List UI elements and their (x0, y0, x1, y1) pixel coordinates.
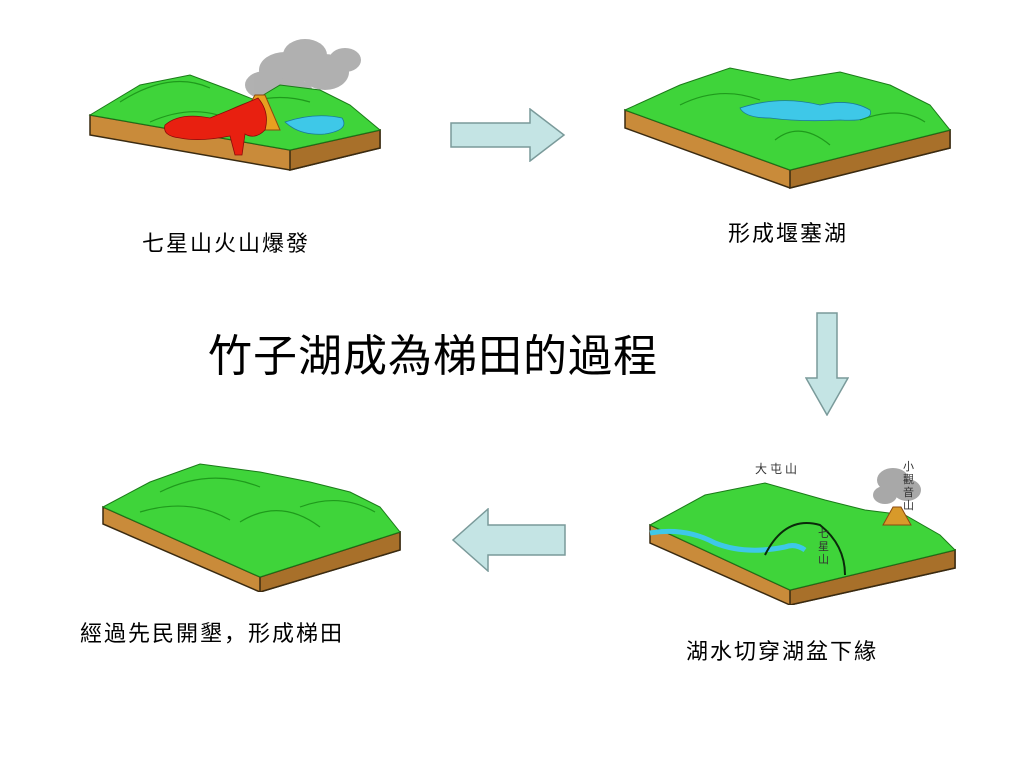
map-label-datun: 大屯山 (755, 462, 801, 476)
terrace-fields-illustration (100, 452, 410, 592)
page-title: 竹子湖成為梯田的過程 (208, 331, 658, 382)
map-label-xiaoguanyin: 小觀音山 (903, 460, 914, 512)
volcano-eruption-illustration (80, 30, 390, 205)
arrow-left-icon (451, 507, 566, 573)
caption-terrace-fields: 經過先民開墾，形成梯田 (80, 622, 345, 647)
map-label-qixing: 七星山 (818, 527, 829, 566)
caption-volcano-eruption: 七星山火山爆發 (142, 232, 311, 257)
caption-lake-drain: 湖水切穿湖盆下緣 (686, 640, 879, 665)
dammed-lake-illustration (620, 50, 960, 190)
lake-drain-illustration: 大屯山 小觀音山 七星山 (645, 455, 960, 605)
arrow-down-icon (804, 312, 850, 417)
caption-dammed-lake: 形成堰塞湖 (728, 222, 849, 247)
arrow-right-icon (450, 107, 566, 163)
